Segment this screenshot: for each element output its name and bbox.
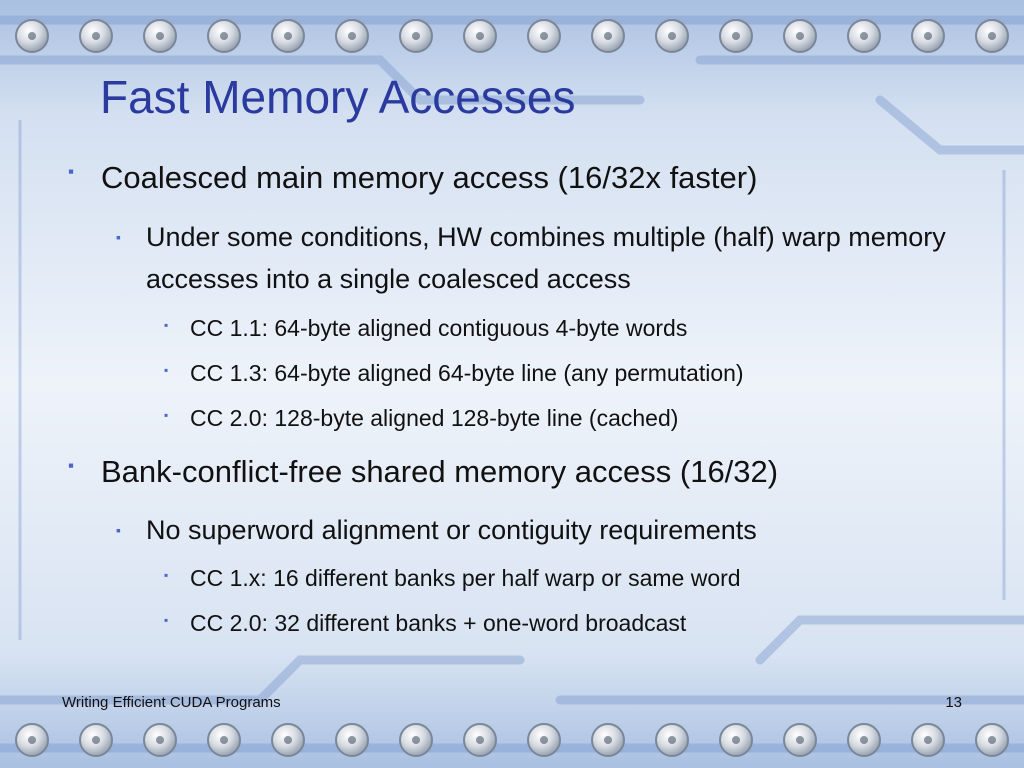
bullet-text: Bank-conflict-free shared memory access …	[101, 454, 779, 489]
pin-row-top	[15, 19, 1009, 53]
bullet-level1: ▪ Coalesced main memory access (16/32x f…	[68, 160, 758, 196]
bullet-text: CC 2.0: 32 different banks + one-word br…	[190, 610, 687, 636]
slide-title: Fast Memory Accesses	[100, 71, 576, 123]
bullet-marker-icon: ▪	[164, 318, 169, 332]
bullet-level3: ▪ CC 2.0: 32 different banks + one-word …	[164, 610, 687, 637]
page-number: 13	[945, 694, 962, 711]
bullet-marker-icon: ▪	[116, 229, 121, 245]
bullet-level2: ▪ Under some conditions, HW combines mul…	[116, 216, 976, 300]
bullet-text: Coalesced main memory access (16/32x fas…	[101, 160, 758, 195]
bullet-level3: ▪ CC 2.0: 128-byte aligned 128-byte line…	[164, 405, 679, 432]
bullet-marker-icon: ▪	[164, 568, 169, 582]
bullet-text: CC 1.x: 16 different banks per half warp…	[190, 565, 741, 591]
bullet-level3: ▪ CC 1.3: 64-byte aligned 64-byte line (…	[164, 360, 744, 387]
bullet-level3: ▪ CC 1.x: 16 different banks per half wa…	[164, 565, 741, 592]
bullet-level1: ▪ Bank-conflict-free shared memory acces…	[68, 454, 779, 490]
bullet-text: CC 1.1: 64-byte aligned contiguous 4-byt…	[190, 315, 688, 341]
bullet-marker-icon: ▪	[164, 363, 169, 377]
bullet-marker-icon: ▪	[68, 456, 75, 475]
bullet-text: No superword alignment or contiguity req…	[146, 515, 757, 545]
bullet-marker-icon: ▪	[116, 522, 121, 538]
bullet-level2: ▪ No superword alignment or contiguity r…	[116, 509, 976, 551]
bullet-level3: ▪ CC 1.1: 64-byte aligned contiguous 4-b…	[164, 315, 688, 342]
bullet-marker-icon: ▪	[164, 613, 169, 627]
bullet-marker-icon: ▪	[68, 162, 75, 181]
bullet-marker-icon: ▪	[164, 408, 169, 422]
footer-title: Writing Efficient CUDA Programs	[62, 694, 281, 711]
bullet-text: CC 1.3: 64-byte aligned 64-byte line (an…	[190, 360, 744, 386]
bullet-text: CC 2.0: 128-byte aligned 128-byte line (…	[190, 405, 679, 431]
bullet-text: Under some conditions, HW combines multi…	[146, 222, 946, 294]
